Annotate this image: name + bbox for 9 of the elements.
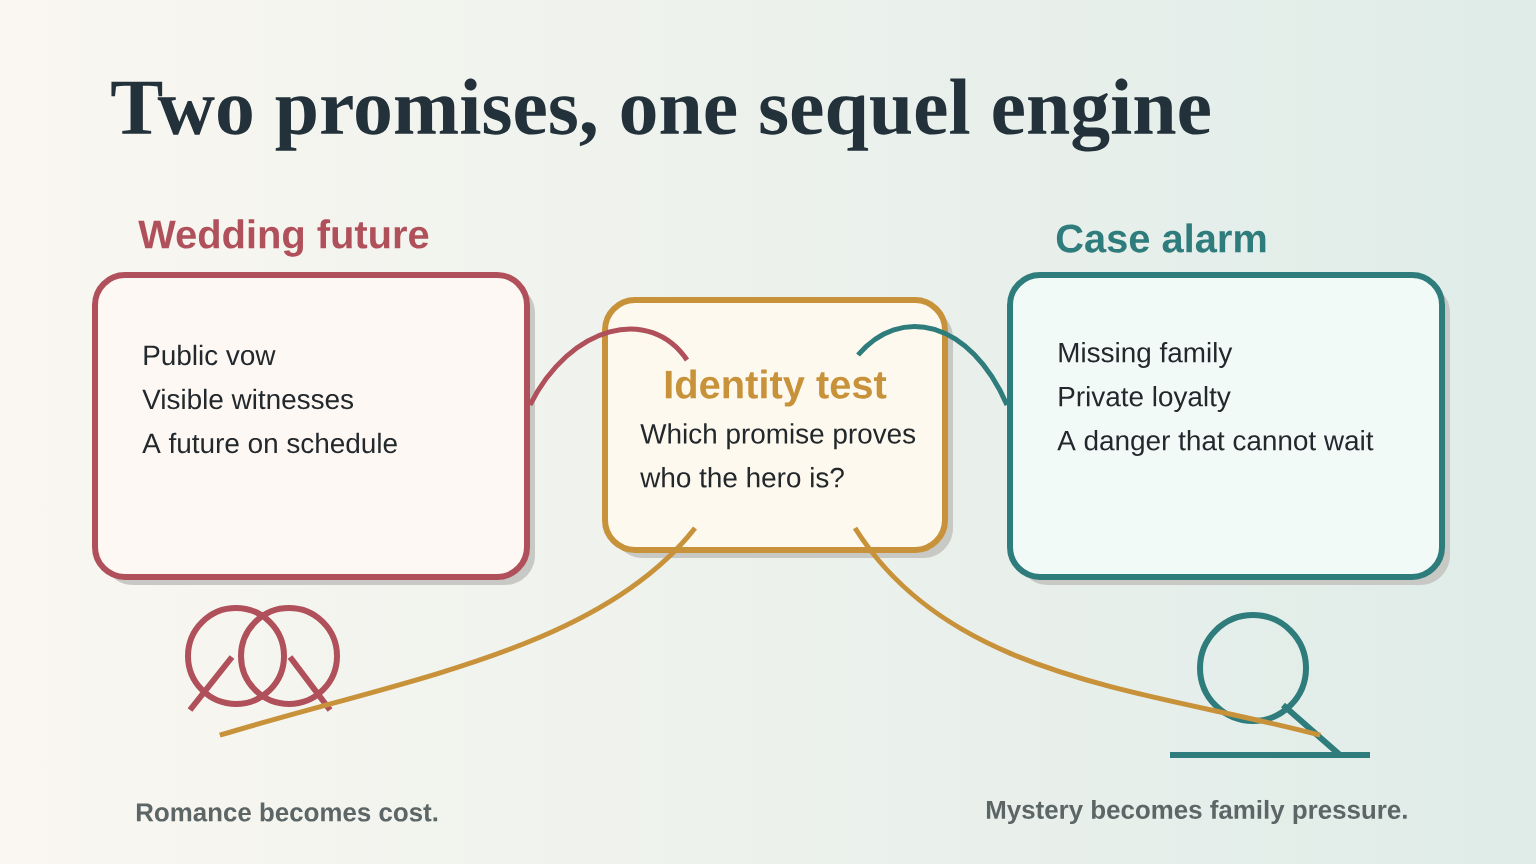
connector-curve: [853, 526, 1321, 738]
rings-drawing: [185, 605, 340, 713]
connector-curve: [219, 526, 697, 738]
node-label: Romance becomes cost.: [136, 802, 438, 822]
node-label: Mystery becomes family pressure.: [986, 799, 1407, 825]
magnifier-drawing: [1167, 612, 1373, 758]
heading: Case alarm: [1056, 223, 1266, 253]
title: Two promises, one sequel engine: [111, 78, 1210, 152]
heading: Wedding future: [138, 219, 429, 257]
